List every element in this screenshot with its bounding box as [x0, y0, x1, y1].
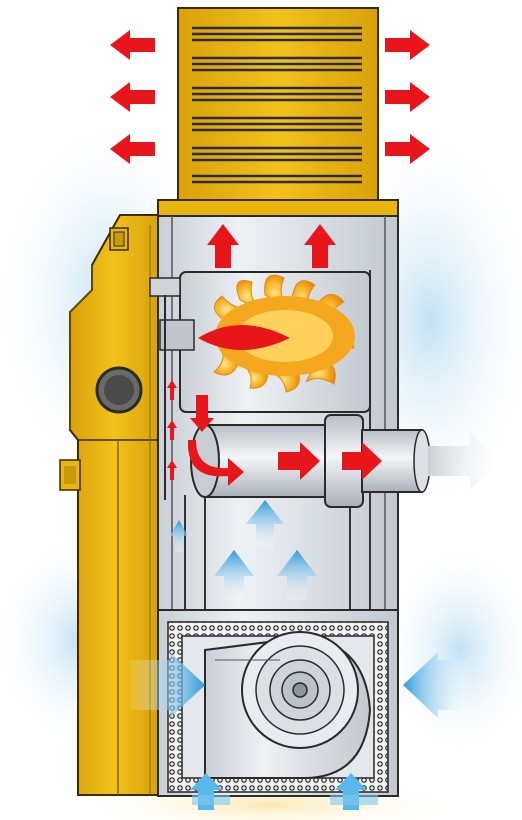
red-arrow-icon [385, 82, 430, 112]
red-arrow-icon [110, 82, 155, 112]
red-arrow-icon [385, 30, 430, 60]
red-arrow-icon [110, 30, 155, 60]
fan-assembly [168, 622, 388, 792]
outlet-grille [158, 8, 398, 216]
centrifugal-fan-icon [242, 632, 358, 748]
